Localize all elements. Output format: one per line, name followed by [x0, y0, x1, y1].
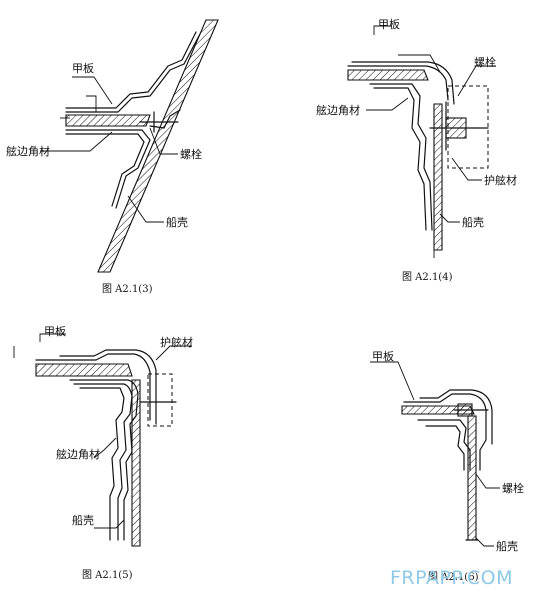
hull-label: 船壳	[462, 215, 484, 229]
bolt-label: 螺栓	[502, 481, 524, 495]
deck-plate	[347, 69, 429, 81]
figure-a2-1-6: 甲板 螺栓 船壳 图 A2.1(6)	[370, 349, 524, 583]
figure-a2-1-3: 甲板 舷边角材 螺栓 船壳 图 A2.1(3)	[6, 19, 219, 295]
figure-a2-1-5: 甲板 护舷材 舷边角材 船壳 图 A2.1(5)	[13, 324, 193, 581]
hull-label: 船壳	[166, 215, 188, 229]
fender-label: 护舷材	[484, 173, 517, 187]
gunwale-angle-label: 舷边角材	[6, 144, 50, 158]
gunwale-angle-laminate	[65, 33, 201, 113]
bolt-label: 螺栓	[180, 147, 202, 161]
figure-caption: 图 A2.1(3)	[102, 283, 153, 295]
deck-plate	[65, 114, 151, 127]
hull-plate	[97, 19, 219, 273]
figure-caption: 图 A2.1(6)	[428, 571, 479, 583]
deck-label: 甲板	[372, 349, 394, 363]
gunwale-angle-laminate	[35, 353, 151, 421]
gunwale-angle-laminate	[347, 65, 449, 101]
deck-label: 甲板	[72, 61, 94, 75]
figure-a2-1-4: 甲板 螺栓 舷边角材 护舷材 船壳 图 A2.1(4)	[316, 17, 517, 283]
hull-label: 船壳	[496, 539, 518, 553]
gunwale-angle-label: 舷边角材	[56, 447, 100, 461]
figure-caption: 图 A2.1(4)	[402, 271, 453, 283]
hull-plate	[131, 379, 141, 547]
deck-plate	[401, 405, 475, 415]
hull-label: 船壳	[72, 513, 94, 527]
hull-plate	[433, 103, 443, 251]
deck-label: 甲板	[44, 324, 66, 338]
fender-label: 护舷材	[160, 335, 193, 349]
fender	[147, 373, 173, 427]
hull-plate	[467, 415, 477, 541]
gunwale-angle-laminate	[403, 393, 487, 471]
deck-label: 甲板	[378, 17, 400, 31]
figure-caption: 图 A2.1(5)	[82, 569, 133, 581]
watermark-text: FRPAPP.COM	[390, 567, 513, 589]
gunwale-angle-label: 舷边角材	[316, 103, 360, 117]
bolt-label: 螺栓	[474, 55, 496, 69]
deck-plate	[35, 363, 133, 377]
